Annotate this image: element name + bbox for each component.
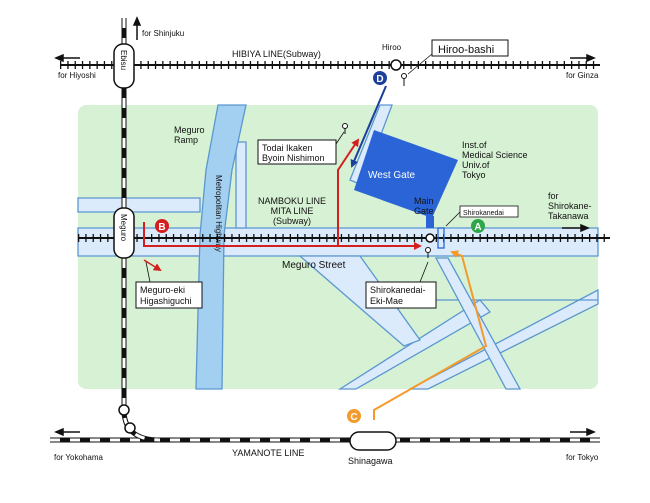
for-ginza-label: for Ginza: [566, 71, 599, 80]
route-marker-b: B: [155, 219, 169, 233]
hiroo-bashi-bus-stop: Hiroo-bashi: [401, 39, 509, 86]
svg-text:Univ.of: Univ.of: [462, 160, 490, 170]
svg-text:Shinagawa: Shinagawa: [348, 456, 393, 466]
svg-text:Gate: Gate: [414, 206, 434, 216]
west-gate-label: West Gate: [368, 170, 415, 181]
svg-text:Meguro: Meguro: [174, 125, 205, 135]
svg-text:Higashiguchi: Higashiguchi: [140, 296, 192, 306]
yamanote-line-label: YAMANOTE LINE: [232, 448, 304, 458]
for-tokyo-label: for Tokyo: [566, 453, 599, 462]
route-c-path: [373, 250, 488, 420]
shirokanedai-station: Shirokanedai: [425, 205, 519, 249]
hibiya-line-label: HIBIYA LINE(Subway): [232, 49, 321, 59]
svg-text:Meguro: Meguro: [119, 214, 128, 242]
svg-text:Ebisu: Ebisu: [119, 50, 128, 70]
svg-text:NAMBOKU LINE: NAMBOKU LINE: [258, 196, 326, 206]
route-marker-a: A: [471, 219, 485, 233]
svg-text:Inst.of: Inst.of: [462, 140, 487, 150]
route-marker-c: C: [347, 409, 361, 423]
shinagawa-station: Shinagawa: [348, 431, 397, 466]
meguro-eki-bus-stop: Meguro-eki Higashiguchi: [135, 261, 203, 309]
svg-text:Shirokanedai-: Shirokanedai-: [370, 285, 426, 295]
institute-label: Inst.of Medical Science Univ.of Tokyo: [462, 140, 528, 180]
svg-text:A: A: [474, 222, 481, 233]
jr-vertical-track: [118, 18, 161, 443]
svg-text:Byoin Nishimon: Byoin Nishimon: [262, 153, 325, 163]
svg-text:Tokyo: Tokyo: [462, 170, 486, 180]
svg-text:D: D: [376, 74, 383, 85]
route-b-meguro-arrow: [143, 259, 162, 272]
route-marker-d: D: [373, 71, 387, 85]
main-gate-label: Main Gate: [414, 196, 434, 216]
svg-text:(Subway): (Subway): [273, 216, 311, 226]
meguro-ramp-label: Meguro Ramp: [174, 125, 205, 145]
meguro-station: Meguro: [113, 207, 135, 259]
main-gate-marker: [426, 216, 434, 228]
for-shinjuku-label: for Shinjuku: [142, 29, 184, 38]
namboku-line-label: NAMBOKU LINE MITA LINE (Subway): [258, 196, 326, 226]
svg-text:Takanawa: Takanawa: [548, 211, 589, 221]
for-shirokane-label: for Shirokane- Takanawa: [548, 191, 592, 221]
svg-text:Eki-Mae: Eki-Mae: [370, 296, 403, 306]
svg-text:C: C: [350, 412, 357, 423]
todai-bus-stop: Todai Ikaken Byoin Nishimon: [257, 123, 348, 165]
metro-highway-label: Metropolitan Highway: [214, 175, 223, 252]
svg-text:B: B: [158, 222, 165, 233]
svg-text:Main: Main: [414, 196, 434, 206]
hiroo-station: Hiroo: [382, 43, 402, 71]
svg-text:for: for: [548, 191, 559, 201]
for-hiyoshi-label: for Hiyoshi: [58, 71, 96, 80]
svg-text:Medical Science: Medical Science: [462, 150, 528, 160]
direction-arrows: [54, 16, 596, 437]
for-yokohama-label: for Yokohama: [54, 453, 103, 462]
svg-text:Ramp: Ramp: [174, 135, 198, 145]
svg-text:Meguro-eki: Meguro-eki: [140, 285, 185, 295]
svg-text:Hiroo: Hiroo: [382, 43, 402, 52]
meguro-street-label: Meguro Street: [282, 260, 346, 271]
svg-text:Hiroo-bashi: Hiroo-bashi: [438, 44, 494, 56]
ebisu-station: Ebisu: [113, 43, 135, 89]
svg-text:MITA LINE: MITA LINE: [271, 206, 314, 216]
svg-text:Shirokane-: Shirokane-: [548, 201, 592, 211]
institute-building: [354, 130, 458, 218]
svg-text:Todai Ikaken: Todai Ikaken: [262, 143, 313, 153]
route-d-path: [350, 85, 387, 168]
shirokanedai-eki-bus-stop: Shirokanedai- Eki-Mae: [365, 247, 437, 309]
svg-text:Shirokanedai: Shirokanedai: [463, 210, 504, 217]
